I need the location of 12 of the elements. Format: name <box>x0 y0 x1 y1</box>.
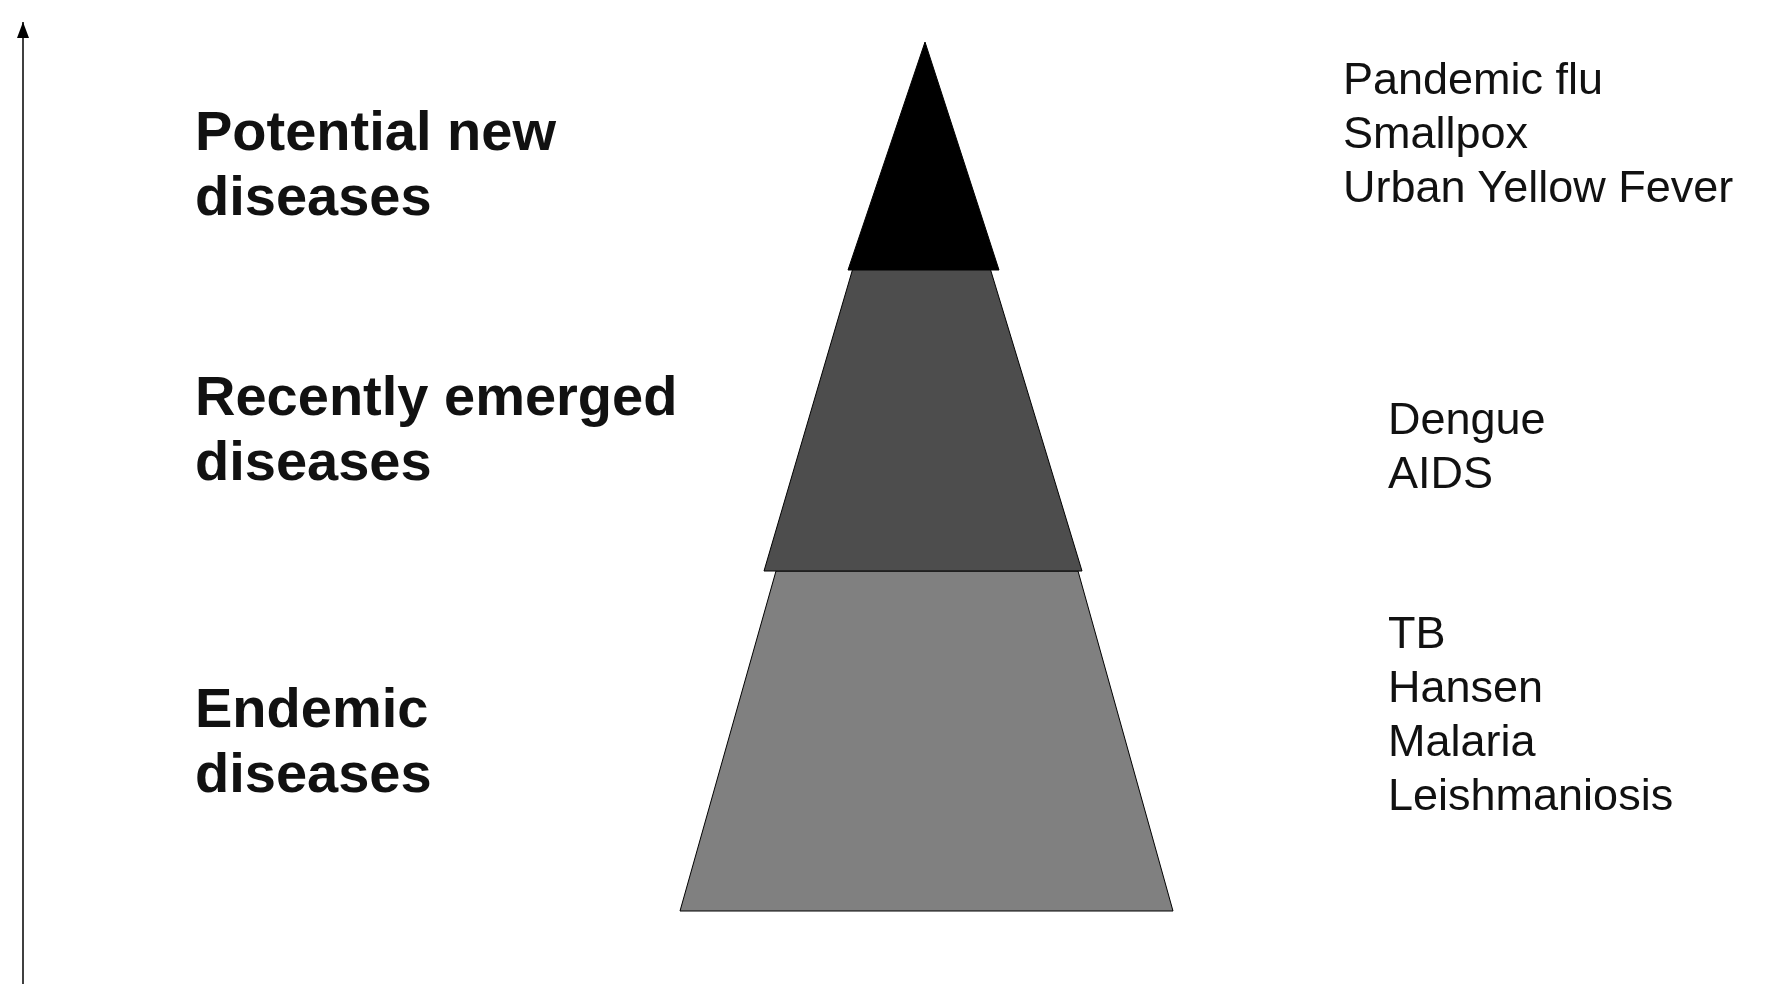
disease-name: Leishmaniosis <box>1388 768 1674 822</box>
disease-name: TB <box>1388 606 1446 660</box>
tier-heading: Potential new diseases <box>195 98 557 228</box>
disease-name: Urban Yellow Fever <box>1343 160 1734 214</box>
disease-name: Malaria <box>1388 714 1536 768</box>
tier-heading: Endemic diseases <box>195 675 433 805</box>
disease-name: Smallpox <box>1343 106 1529 160</box>
tier-heading: Recently emerged diseases <box>195 363 679 493</box>
disease-name: AIDS <box>1388 446 1494 500</box>
disease-name: Dengue <box>1388 392 1546 446</box>
disease-name: Pandemic flu <box>1343 52 1604 106</box>
disease-name: Hansen <box>1388 660 1544 714</box>
